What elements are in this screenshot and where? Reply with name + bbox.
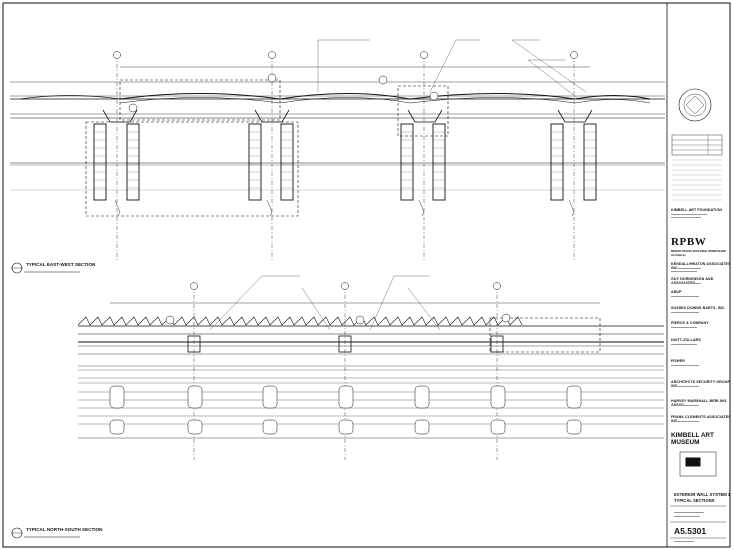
drawing-title-line1: EXTERIOR WALL SYSTEM 1: [674, 492, 731, 497]
fine-print-line: [671, 344, 697, 345]
fine-print-line: [674, 541, 694, 542]
east-west-section-title: TYPICAL EAST-WEST SECTION: [26, 262, 96, 267]
fine-print-line: [671, 327, 697, 328]
north-south-section: [77, 275, 664, 460]
fine-print-line: [671, 421, 699, 422]
north-south-title-mark: [11, 527, 80, 539]
fine-print-line: [674, 512, 704, 513]
fine-print-line: [671, 365, 699, 366]
architect-subtitle: Architects: [671, 253, 686, 257]
firm-name: PIERCE & COMPANY: [671, 321, 709, 325]
project-name: KIMBELL ART MUSEUM: [671, 432, 714, 446]
east-west-section: [10, 39, 665, 260]
fine-print-line: [671, 283, 701, 284]
east-west-title-mark: [11, 262, 80, 274]
fine-print-line: [671, 271, 697, 272]
firm-name: SUSSEX DOWNS BARTS, INC.: [671, 306, 726, 310]
fine-print-line: [671, 217, 701, 218]
fine-print-line: [671, 312, 699, 313]
client-name: KIMBELL ART FOUNDATION: [671, 208, 723, 212]
firm-name: ARUP: [671, 290, 682, 294]
architect-full-name: RENZO PIANO BUILDING WORKSHOP: [671, 249, 727, 253]
firm-name: FISHER: [671, 359, 685, 363]
north-south-section-title: TYPICAL NORTH-SOUTH SECTION: [26, 527, 103, 532]
fine-print-line: [671, 268, 701, 269]
firm-name: HUITT-ZOLLARS: [671, 338, 701, 342]
fine-print-line: [671, 296, 699, 297]
architect-logo: RPBW: [671, 236, 707, 248]
title-block-graphics: [670, 88, 726, 539]
architect-seal-icon: [678, 88, 712, 122]
drawing-title-line2: TYPICAL SECTIONS: [674, 498, 715, 503]
fine-print-line: [671, 405, 699, 406]
fine-print-line: [671, 386, 699, 387]
sheet-number: A5.5301: [674, 526, 707, 536]
fine-print-line: [671, 214, 707, 215]
fine-print-line: [674, 516, 700, 517]
